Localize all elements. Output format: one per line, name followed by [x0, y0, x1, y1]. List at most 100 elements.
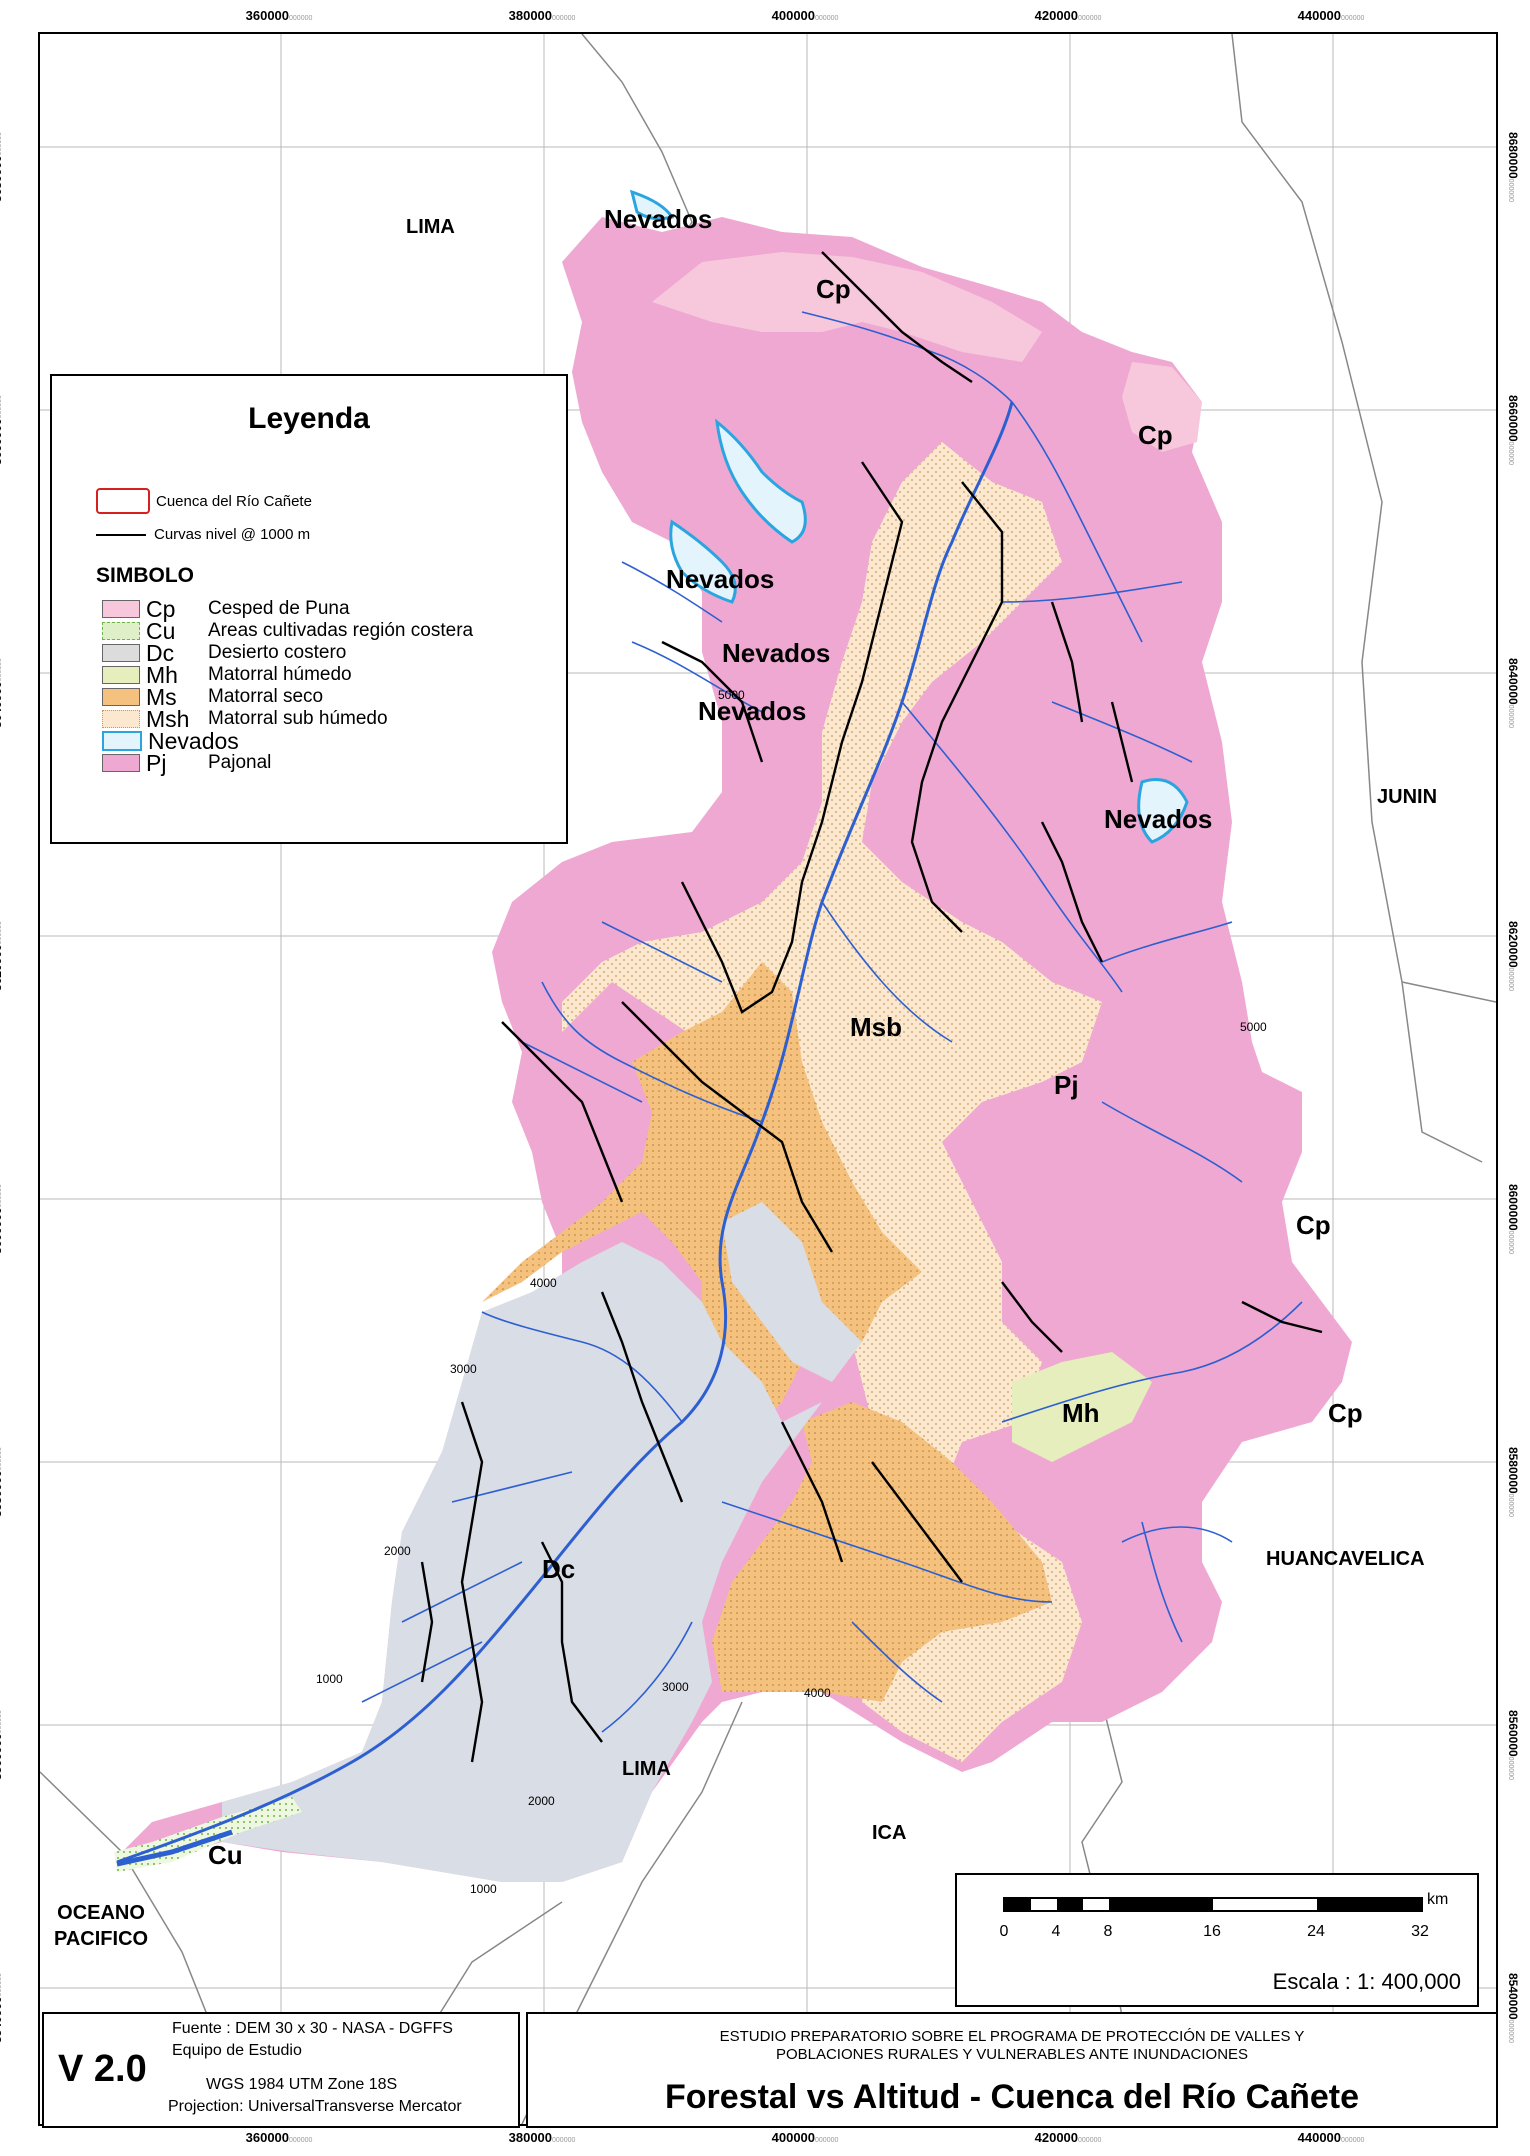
grid-y-label-left: 8600000000000	[0, 1183, 5, 1255]
map-frame: LIMA JUNIN HUANCAVELICA LIMA ICA OCEANO …	[38, 32, 1498, 2126]
source-line: Equipo de Estudio	[172, 2042, 302, 2059]
map-label-nevados: Nevados	[604, 204, 713, 234]
legend-class-row: Nevados	[102, 728, 239, 754]
contour-label: 3000	[662, 1680, 689, 1694]
grid-x-label-bottom: 380000000000	[508, 2130, 576, 2145]
map-label-cp: Cp	[1138, 420, 1173, 450]
legend-swatch	[102, 600, 140, 618]
source-line: Projection: UniversalTransverse Mercator	[168, 2098, 462, 2115]
grid-y-label-left: 8660000000000	[0, 394, 5, 466]
grid-x-label-top: 400000000000	[771, 8, 839, 23]
region-label-ica: ICA	[872, 1822, 907, 1844]
source-line: WGS 1984 UTM Zone 18S	[206, 2076, 398, 2093]
grid-x-label-top: 360000000000	[245, 8, 313, 23]
area-matorral-humedo	[1012, 1352, 1152, 1462]
title-box: ESTUDIO PREPARATORIO SOBRE EL PROGRAMA D…	[526, 2012, 1498, 2128]
grid-y-label-left: 8540000000000	[0, 1972, 5, 2044]
legend-class-row: Mh Matorral húmedo	[102, 662, 352, 688]
region-label-junin: JUNIN	[1377, 786, 1438, 808]
grid-y-label-right: 8560000000000	[1506, 1709, 1521, 1781]
grid-y-label-left: 8640000000000	[0, 657, 5, 729]
grid-y-label-right: 8600000000000	[1506, 1183, 1521, 1255]
map-label-nevados: Nevados	[698, 696, 807, 726]
scale-tick: 4	[1051, 1923, 1061, 1940]
contour-label: 3000	[450, 1362, 477, 1376]
grid-x-label-top: 440000000000	[1297, 8, 1365, 23]
river-network	[116, 311, 1303, 1864]
scale-tick: 32	[1411, 1923, 1429, 1940]
map-title: Forestal vs Altitud - Cuenca del Río Cañ…	[665, 2078, 1359, 2116]
map-label-cp: Cp	[816, 274, 851, 304]
legend-class-row: Pj Pajonal	[102, 750, 271, 776]
source-box: V 2.0 Fuente : DEM 30 x 30 - NASA - DGFF…	[42, 2012, 520, 2128]
map-label-cp: Cp	[1296, 1210, 1331, 1240]
map-label-nevados: Nevados	[722, 638, 831, 668]
scale-box: km 0 4 8 16 24 32 Escala : 1: 400,000	[955, 1873, 1479, 2007]
map-label-cu: Cu	[208, 1840, 243, 1870]
grid-y-label-right: 8620000000000	[1506, 920, 1521, 992]
legend-title: Leyenda	[248, 402, 370, 435]
scale-tick: 0	[999, 1923, 1009, 1940]
region-label-huancavelica: HUANCAVELICA	[1266, 1548, 1425, 1570]
coast-river-mouth	[116, 1829, 233, 1867]
region-label-ocean: OCEANO PACIFICO	[54, 1902, 149, 1950]
legend-symbol-heading: SIMBOLO	[96, 564, 194, 587]
grid-y-label-right: 8580000000000	[1506, 1446, 1521, 1518]
contour-label: 2000	[528, 1794, 555, 1808]
contour-symbol	[96, 533, 146, 536]
version-label: V 2.0	[58, 2048, 147, 2090]
scale-unit: km	[1427, 1891, 1449, 1908]
grid-x-label-top: 380000000000	[508, 8, 576, 23]
grid-y-label-right: 8660000000000	[1506, 394, 1521, 466]
scale-tick: 8	[1103, 1923, 1113, 1940]
map-label-dc: Dc	[542, 1554, 576, 1584]
map-canvas	[40, 34, 1496, 2124]
contour-label: 5000	[1240, 1020, 1267, 1034]
grid-y-label-left: 8580000000000	[0, 1446, 5, 1518]
scale-tick: 16	[1203, 1923, 1221, 1940]
grid-x-label-top: 420000000000	[1034, 8, 1102, 23]
region-label-lima-north: LIMA	[406, 216, 455, 238]
legend-class-row: Msh Matorral sub húmedo	[102, 706, 388, 732]
grid-y-label-right: 8540000000000	[1506, 1972, 1521, 2044]
map-label-nevados: Nevados	[666, 564, 775, 594]
legend-class-row: Cu Areas cultivadas región costera	[102, 618, 473, 644]
grid-y-label-left: 8680000000000	[0, 131, 5, 203]
grid-y-label-left: 8560000000000	[0, 1709, 5, 1781]
scale-tick: 24	[1307, 1923, 1325, 1940]
map-label-nevados: Nevados	[1104, 804, 1213, 834]
grid-y-label-right: 8680000000000	[1506, 131, 1521, 203]
legend-contour-row: Curvas nivel @ 1000 m	[96, 526, 310, 543]
legend-box: Leyenda Cuenca del Río Cañete Curvas niv…	[50, 374, 568, 844]
area-matorral-seco	[712, 1402, 1052, 1702]
scale-text: Escala : 1: 400,000	[1272, 1969, 1461, 1994]
legend-swatch	[102, 644, 140, 662]
scale-bar	[1003, 1897, 1423, 1912]
legend-swatch	[102, 622, 140, 640]
grid-x-label-bottom: 400000000000	[771, 2130, 839, 2145]
area-nevados	[629, 189, 1189, 844]
contour-label: 1000	[470, 1882, 497, 1896]
legend-basin-row: Cuenca del Río Cañete	[96, 488, 312, 514]
area-desierto-costero	[722, 1202, 862, 1382]
legend-class-row: Ms Matorral seco	[102, 684, 323, 710]
legend-class-row: Dc Desierto costero	[102, 640, 346, 666]
grid-y-label-left: 8620000000000	[0, 920, 5, 992]
contour-lines	[420, 251, 1323, 1763]
grid-x-label-bottom: 360000000000	[245, 2130, 313, 2145]
contour-label: 4000	[530, 1276, 557, 1290]
area-cesped-puna	[1122, 362, 1202, 452]
region-label-lima-south: LIMA	[622, 1758, 671, 1780]
legend-swatch	[102, 731, 142, 751]
legend-swatch	[102, 754, 140, 772]
grid-x-label-bottom: 440000000000	[1297, 2130, 1365, 2145]
legend-swatch	[102, 688, 140, 706]
area-cesped-puna	[652, 252, 1042, 362]
contour-label: 2000	[384, 1544, 411, 1558]
map-label-pj: Pj	[1054, 1070, 1079, 1100]
map-label-cp: Cp	[1328, 1398, 1363, 1428]
grid-x-label-bottom: 420000000000	[1034, 2130, 1102, 2145]
legend-swatch	[102, 710, 140, 728]
contour-label: 1000	[316, 1672, 343, 1686]
legend-class-row: Cp Cesped de Puna	[102, 596, 350, 622]
